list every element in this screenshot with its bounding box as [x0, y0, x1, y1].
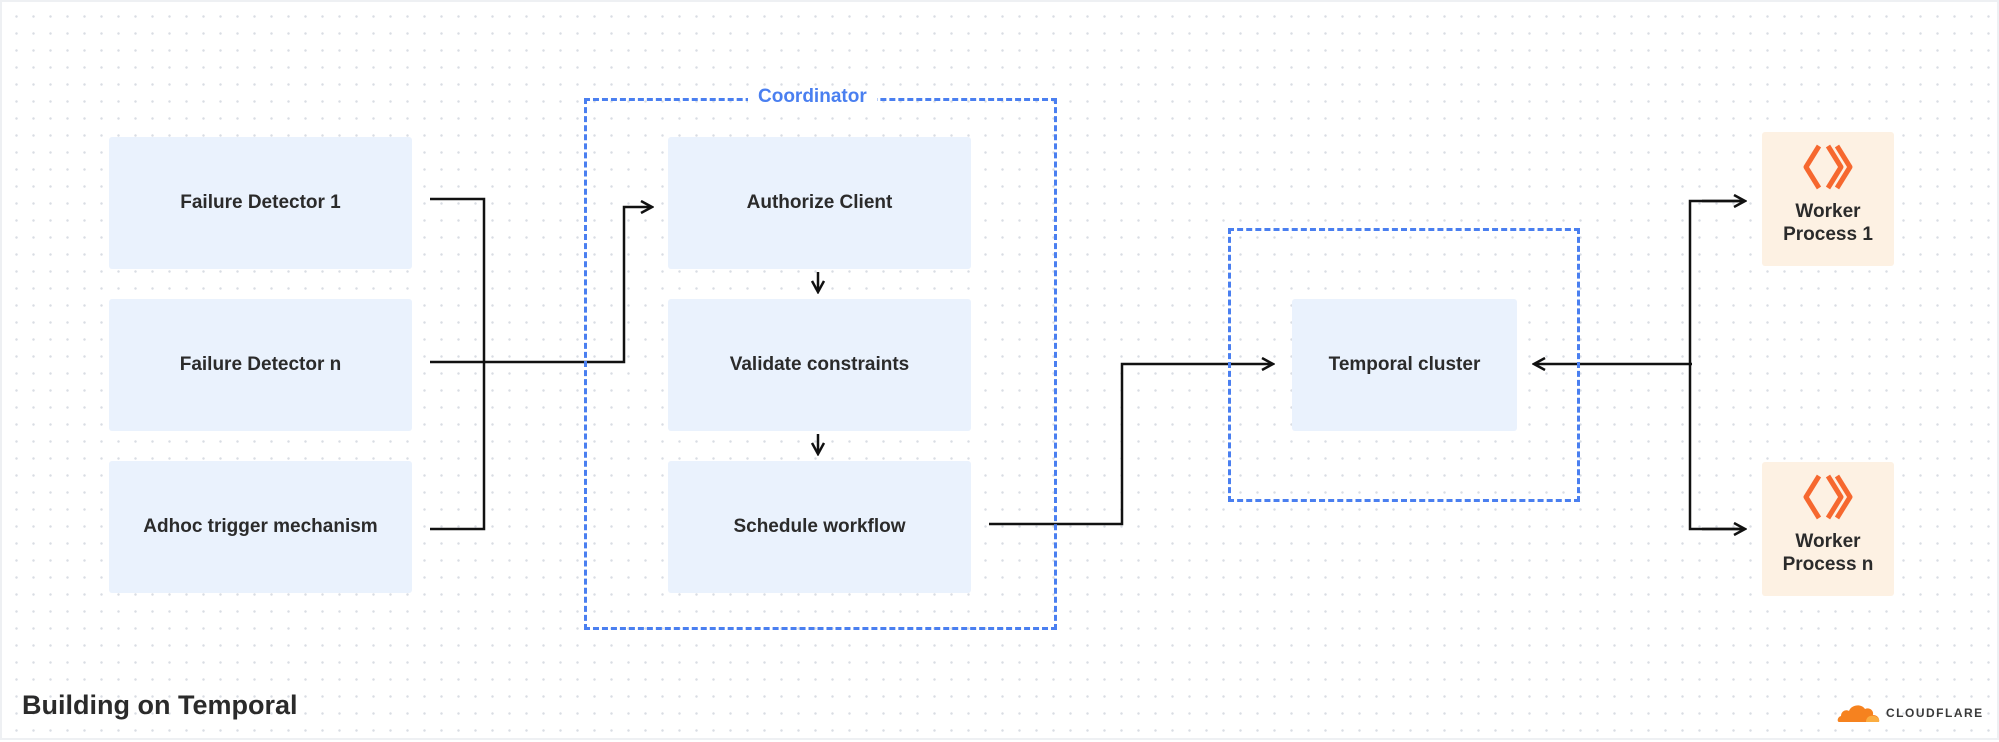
temporal-cluster-group: [1228, 228, 1580, 502]
source-label: Failure Detector n: [179, 354, 342, 375]
connector-source-n: [430, 207, 652, 364]
worker-label: Worker Process 1: [1783, 200, 1873, 246]
worker-label-line1: Worker: [1795, 531, 1861, 552]
step-authorize-client: Authorize Client: [668, 137, 971, 269]
diagram-title: Building on Temporal: [22, 690, 298, 720]
step-label: Validate constraints: [729, 354, 910, 375]
cluster-label: Temporal cluster: [1328, 354, 1481, 375]
step-schedule-workflow: Schedule workflow: [668, 461, 971, 593]
source-label: Adhoc trigger mechanism: [143, 516, 378, 537]
cloudflare-workers-icon: [1803, 144, 1853, 190]
step-label: Authorize Client: [746, 192, 893, 213]
step-label: Schedule workflow: [733, 516, 906, 537]
worker-label: Worker Process n: [1783, 530, 1874, 576]
connector-cluster-to-workers: [1688, 199, 1745, 531]
cloudflare-workers-icon: [1803, 474, 1853, 520]
connector-source-1: [430, 197, 486, 531]
coordinator-label: Coordinator: [748, 86, 877, 108]
cloudflare-logo: CLOUDFLARE: [1836, 702, 1984, 724]
source-failure-detector-1: Failure Detector 1: [109, 137, 412, 269]
source-label: Failure Detector 1: [180, 192, 341, 213]
worker-process-n: Worker Process n: [1762, 462, 1894, 596]
source-failure-detector-n: Failure Detector n: [109, 299, 412, 431]
cloudflare-cloud-icon: [1837, 705, 1880, 722]
worker-label-line2: Process n: [1782, 554, 1874, 575]
temporal-cluster-node: Temporal cluster: [1292, 299, 1517, 431]
source-adhoc-trigger: Adhoc trigger mechanism: [109, 461, 412, 593]
brand-wordmark: CLOUDFLARE: [1886, 706, 1984, 720]
worker-label-line2: Process 1: [1783, 224, 1873, 245]
worker-process-1: Worker Process 1: [1762, 132, 1894, 266]
worker-label-line1: Worker: [1795, 201, 1861, 222]
step-validate-constraints: Validate constraints: [668, 299, 971, 431]
